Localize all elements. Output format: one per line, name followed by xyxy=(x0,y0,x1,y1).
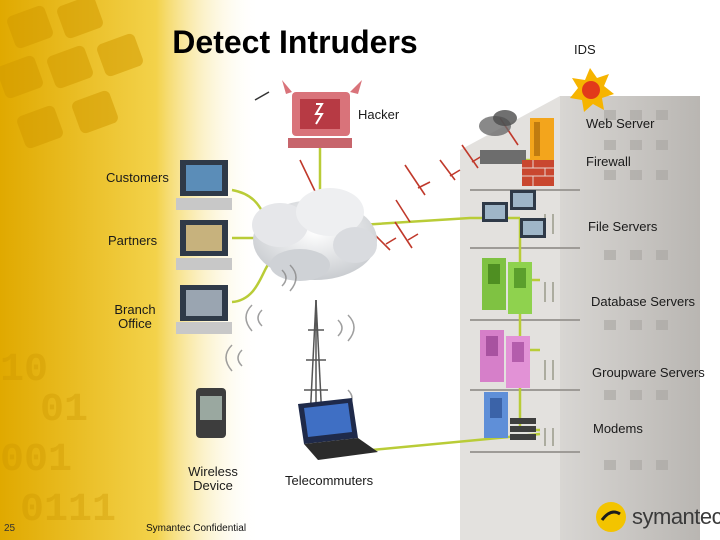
symantec-logo-icon xyxy=(596,502,626,532)
customers-computer-icon xyxy=(176,160,232,210)
web-server-label: Web Server xyxy=(586,116,655,131)
branch-office-computer-icon xyxy=(176,285,232,334)
partners-computer-icon xyxy=(176,220,232,270)
file-servers-label: File Servers xyxy=(588,219,658,234)
ids-label: IDS xyxy=(574,42,596,57)
svg-text:001: 001 xyxy=(0,438,72,483)
partners-label: Partners xyxy=(108,233,158,248)
antenna-tower-icon xyxy=(304,299,328,421)
internet-cloud-icon xyxy=(252,188,377,281)
svg-text:10: 10 xyxy=(0,348,48,393)
firewall-icon xyxy=(522,160,554,186)
database-servers-label: Database Servers xyxy=(591,294,696,309)
web-server-icon xyxy=(479,110,554,164)
wireless-waves xyxy=(225,264,355,407)
modems-icon xyxy=(484,392,536,440)
hacker-label: Hacker xyxy=(358,107,400,122)
wireless-device-icon xyxy=(196,388,226,438)
confidential-notice: Symantec Confidential xyxy=(146,523,247,534)
groupware-servers-label: Groupware Servers xyxy=(592,365,705,380)
wireless-device-label: Wireless Device xyxy=(188,464,238,493)
modems-label: Modems xyxy=(593,421,643,436)
page-number: 25 xyxy=(4,523,16,534)
svg-text:01: 01 xyxy=(40,388,88,433)
firewall-label: Firewall xyxy=(586,154,631,169)
file-servers-icon xyxy=(482,190,546,238)
telecommuters-label: Telecommuters xyxy=(285,473,374,488)
branch-office-label: Branch Office xyxy=(114,302,156,331)
svg-text:0111: 0111 xyxy=(20,488,116,533)
database-servers-icon xyxy=(482,258,532,314)
customers-label: Customers xyxy=(106,170,169,185)
groupware-servers-icon xyxy=(480,330,530,388)
alarm-icon xyxy=(570,68,614,112)
page-title: Detect Intruders xyxy=(172,24,418,60)
hacker-computer-icon xyxy=(254,80,362,148)
brand-name: symantec. xyxy=(632,504,720,529)
telecommuters-laptop-icon xyxy=(298,398,378,460)
